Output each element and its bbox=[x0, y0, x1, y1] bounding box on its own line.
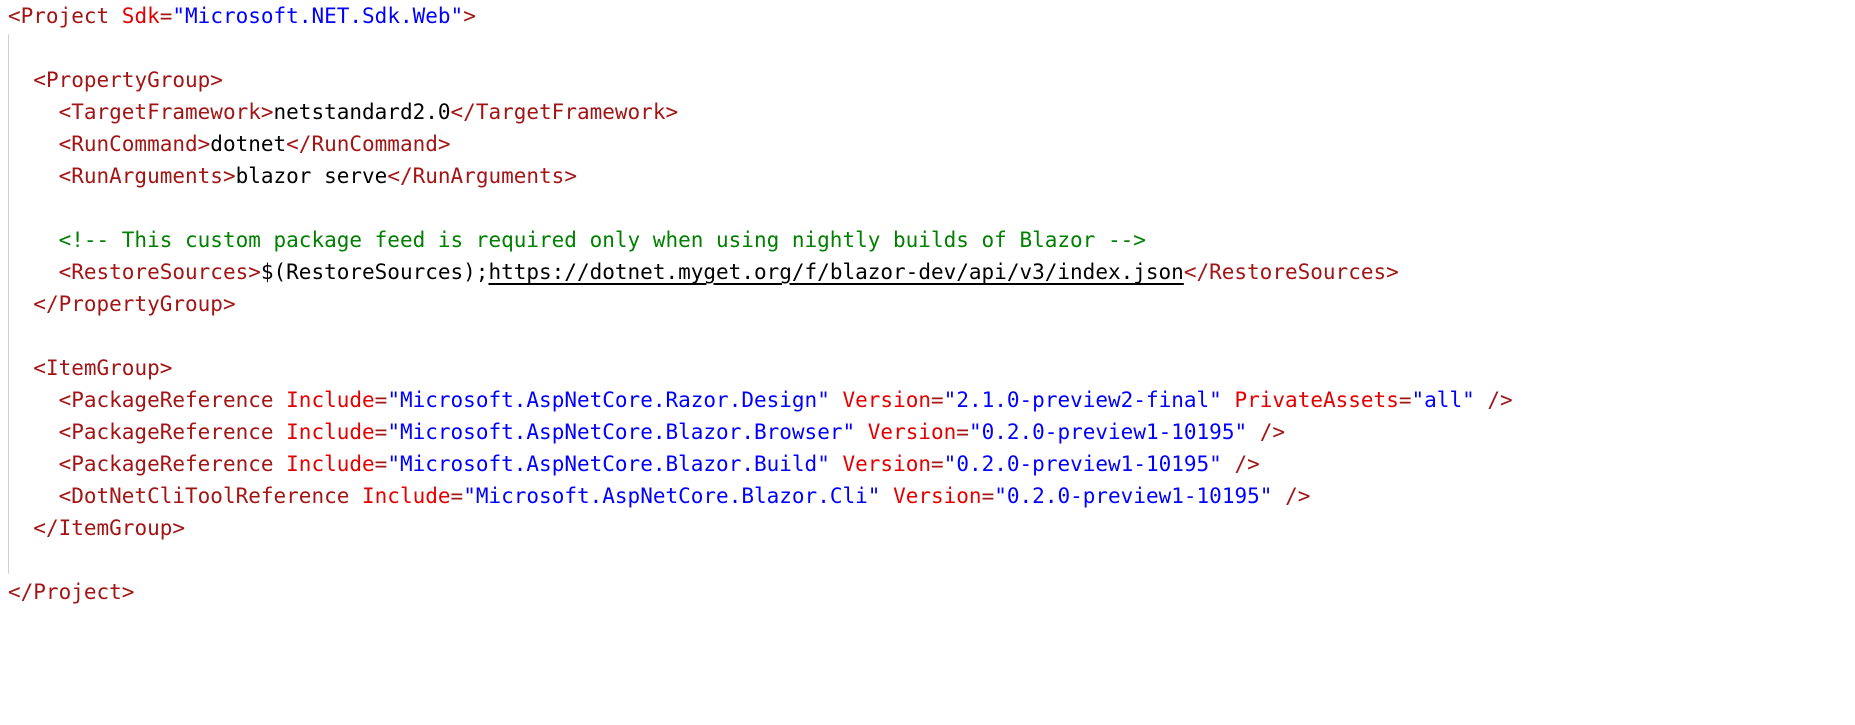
xml-tag-token: = bbox=[956, 420, 969, 444]
text-token bbox=[8, 292, 33, 316]
xml-tag-token: = bbox=[981, 484, 995, 508]
code-line: </Project> bbox=[8, 576, 134, 608]
code-line: <ItemGroup> bbox=[8, 352, 172, 384]
xml-tag-token: </PropertyGroup> bbox=[33, 292, 236, 316]
code-line: <TargetFramework>netstandard2.0</TargetF… bbox=[8, 96, 679, 128]
xml-attribute-token: PrivateAssets bbox=[1234, 388, 1399, 412]
text-token bbox=[8, 132, 59, 156]
text-token bbox=[830, 452, 843, 476]
xml-tag-token: = bbox=[931, 388, 944, 412]
xml-tag-token: <TargetFramework> bbox=[58, 100, 274, 124]
xml-attribute-token: Include bbox=[286, 452, 375, 476]
xml-tag-token: /> bbox=[1487, 388, 1513, 412]
text-token bbox=[1222, 452, 1235, 476]
code-line: <PackageReference Include="Microsoft.Asp… bbox=[8, 384, 1513, 416]
xml-tag-token: <Project bbox=[8, 4, 122, 28]
xml-attribute-token: Include bbox=[362, 484, 451, 508]
xml-tag-token: /> bbox=[1285, 484, 1311, 508]
text-token: dotnet bbox=[210, 132, 287, 156]
text-token: blazor serve bbox=[235, 164, 388, 188]
text-token bbox=[8, 388, 59, 412]
code-line: <RestoreSources>$(RestoreSources);https:… bbox=[8, 256, 1399, 288]
xml-tag-token: > bbox=[463, 4, 476, 28]
text-token bbox=[8, 420, 59, 444]
xml-tag-token: </RunArguments> bbox=[387, 164, 577, 188]
xml-value-token: "Microsoft.AspNetCore.Razor.Design" bbox=[387, 388, 830, 412]
xml-tag-token: </RestoreSources> bbox=[1183, 260, 1399, 284]
text-token bbox=[8, 516, 33, 540]
xml-tag-token: = bbox=[374, 388, 388, 412]
text-token bbox=[8, 228, 59, 252]
xml-tag-token: </RunCommand> bbox=[286, 132, 451, 156]
text-token bbox=[1475, 388, 1488, 412]
xml-attribute-token: Include bbox=[286, 420, 375, 444]
xml-tag-token: = bbox=[374, 420, 388, 444]
xml-attribute-token: Version bbox=[842, 452, 932, 476]
text-token bbox=[830, 388, 843, 412]
xml-value-token: "Microsoft.NET.Sdk.Web" bbox=[172, 4, 464, 28]
code-line: <PackageReference Include="Microsoft.Asp… bbox=[8, 448, 1260, 480]
text-token bbox=[8, 260, 59, 284]
text-token bbox=[8, 164, 59, 188]
xml-value-token: "Microsoft.AspNetCore.Blazor.Browser" bbox=[387, 420, 856, 444]
text-token bbox=[855, 420, 868, 444]
xml-tag-token: <PropertyGroup> bbox=[33, 68, 223, 92]
xml-tag-token: = bbox=[374, 452, 388, 476]
xml-tag-token: <PackageReference bbox=[58, 452, 287, 476]
code-line: <Project Sdk="Microsoft.NET.Sdk.Web"> bbox=[8, 0, 476, 32]
xml-tag-token: <ItemGroup> bbox=[33, 356, 173, 380]
xml-attribute-token: Sdk bbox=[121, 4, 160, 28]
code-line: <PackageReference Include="Microsoft.Asp… bbox=[8, 416, 1285, 448]
xml-comment-token: <!-- This custom package feed is require… bbox=[58, 228, 1146, 252]
xml-value-token: "0.2.0-preview1-10195" bbox=[943, 452, 1222, 476]
text-token: netstandard2.0 bbox=[273, 100, 451, 124]
xml-tag-token: = bbox=[931, 452, 944, 476]
xml-attribute-token: Version bbox=[893, 484, 982, 508]
xml-attribute-token: Version bbox=[867, 420, 957, 444]
text-token: $(RestoreSources); bbox=[260, 260, 489, 284]
code-line: <PropertyGroup> bbox=[8, 64, 223, 96]
text-token bbox=[8, 356, 33, 380]
xml-tag-token: <DotNetCliToolReference bbox=[58, 484, 363, 508]
xml-tag-token: /> bbox=[1259, 420, 1286, 444]
xml-tag-token: <PackageReference bbox=[58, 420, 287, 444]
xml-tag-token: <RunCommand> bbox=[58, 132, 211, 156]
xml-tag-token: </TargetFramework> bbox=[450, 100, 679, 124]
text-token bbox=[8, 484, 59, 508]
code-line: </ItemGroup> bbox=[8, 512, 185, 544]
code-line: <RunArguments>blazor serve</RunArguments… bbox=[8, 160, 577, 192]
xml-value-token: "2.1.0-preview2-final" bbox=[943, 388, 1222, 412]
text-token bbox=[8, 100, 59, 124]
xml-attribute-token: Include bbox=[286, 388, 375, 412]
text-token bbox=[1272, 484, 1285, 508]
text-token bbox=[8, 452, 59, 476]
xml-tag-token: <RestoreSources> bbox=[58, 260, 261, 284]
text-token bbox=[880, 484, 893, 508]
xml-value-token: "Microsoft.AspNetCore.Blazor.Cli" bbox=[463, 484, 881, 508]
xml-tag-token: </ItemGroup> bbox=[33, 516, 186, 540]
xml-tag-token: <RunArguments> bbox=[58, 164, 236, 188]
xml-tag-token: /> bbox=[1234, 452, 1260, 476]
url-link-token[interactable]: https://dotnet.myget.org/f/blazor-dev/ap… bbox=[488, 260, 1184, 284]
text-token bbox=[1247, 420, 1260, 444]
xml-tag-token: = bbox=[450, 484, 464, 508]
code-line: <RunCommand>dotnet</RunCommand> bbox=[8, 128, 451, 160]
code-line: <DotNetCliToolReference Include="Microso… bbox=[8, 480, 1311, 512]
code-line: </PropertyGroup> bbox=[8, 288, 236, 320]
indent-guide bbox=[8, 34, 9, 574]
xml-value-token: "0.2.0-preview1-10195" bbox=[994, 484, 1273, 508]
xml-value-token: "all" bbox=[1411, 388, 1475, 412]
xml-tag-token: </Project> bbox=[8, 580, 135, 604]
xml-value-token: "Microsoft.AspNetCore.Blazor.Build" bbox=[387, 452, 830, 476]
xml-tag-token: <PackageReference bbox=[58, 388, 287, 412]
xml-tag-token: = bbox=[159, 4, 173, 28]
xml-value-token: "0.2.0-preview1-10195" bbox=[968, 420, 1248, 444]
xml-attribute-token: Version bbox=[842, 388, 932, 412]
code-line: <!-- This custom package feed is require… bbox=[8, 224, 1146, 256]
text-token bbox=[1222, 388, 1235, 412]
xml-tag-token: = bbox=[1398, 388, 1412, 412]
text-token bbox=[8, 68, 33, 92]
